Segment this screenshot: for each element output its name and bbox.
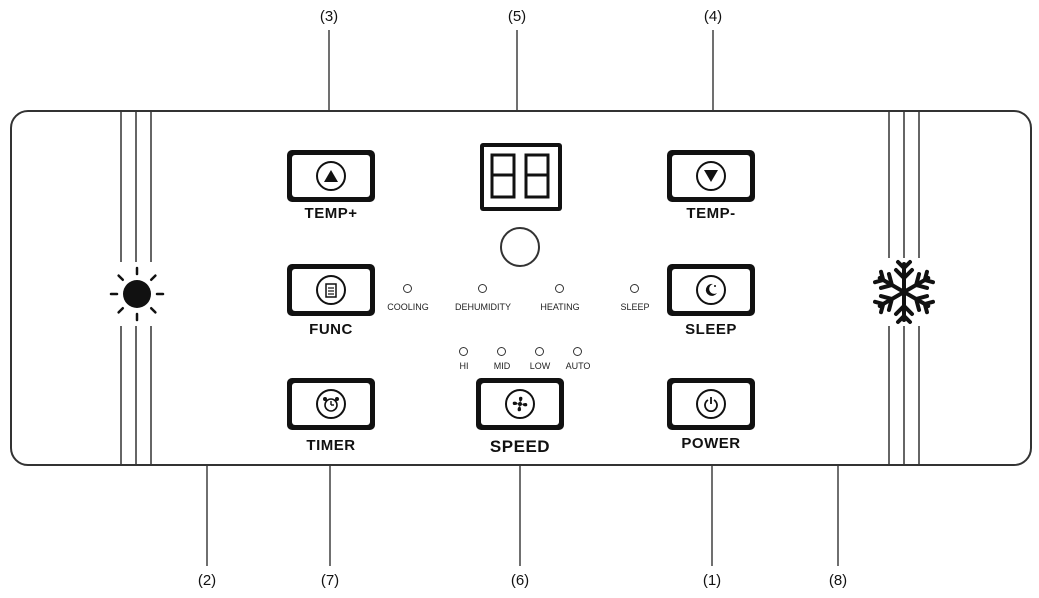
temperature-display: 88	[480, 143, 562, 211]
temp-plus-label: TEMP+	[304, 205, 358, 222]
callout-3: (3)	[319, 8, 339, 25]
callout-8: (8)	[828, 572, 848, 589]
temp-minus-button[interactable]	[667, 150, 755, 202]
snowflake-icon	[870, 258, 938, 326]
func-label: FUNC	[309, 321, 353, 338]
callout-7: (7)	[320, 572, 340, 589]
cooling-label: COOLING	[387, 302, 429, 312]
dehumidity-label: DEHUMIDITY	[455, 302, 511, 312]
heating-label: HEATING	[540, 302, 580, 312]
sleep-button[interactable]	[667, 264, 755, 316]
fan-icon	[505, 389, 535, 419]
callout-2: (2)	[197, 572, 217, 589]
timer-label: TIMER	[306, 437, 356, 454]
ir-receiver	[500, 227, 540, 267]
low-label: LOW	[529, 361, 551, 371]
hi-label: HI	[459, 361, 469, 371]
temp-plus-button[interactable]	[287, 150, 375, 202]
seven-segment-digits	[490, 153, 550, 199]
sleep-indicator-label: SLEEP	[620, 302, 650, 312]
power-button[interactable]	[667, 378, 755, 430]
speed-label: SPEED	[489, 437, 551, 456]
alarm-clock-icon	[316, 389, 346, 419]
callout-1: (1)	[702, 572, 722, 589]
auto-label: AUTO	[565, 361, 591, 371]
cooling-led	[403, 284, 412, 293]
moon-icon	[696, 275, 726, 305]
triangle-up-icon	[316, 161, 346, 191]
hi-led	[459, 347, 468, 356]
callout-4: (4)	[703, 8, 723, 25]
triangle-down-icon	[696, 161, 726, 191]
sleep-label: SLEEP	[685, 321, 737, 338]
low-led	[535, 347, 544, 356]
mid-led	[497, 347, 506, 356]
power-label: POWER	[681, 435, 741, 452]
callout-6: (6)	[510, 572, 530, 589]
sun-icon	[105, 262, 169, 326]
sleep-led	[630, 284, 639, 293]
heating-led	[555, 284, 564, 293]
callout-5: (5)	[507, 8, 527, 25]
auto-led	[573, 347, 582, 356]
timer-button[interactable]	[287, 378, 375, 430]
mid-label: MID	[493, 361, 511, 371]
document-icon	[316, 275, 346, 305]
speed-button[interactable]	[476, 378, 564, 430]
dehumidity-led	[478, 284, 487, 293]
power-icon	[696, 389, 726, 419]
temp-minus-label: TEMP-	[686, 205, 736, 222]
func-button[interactable]	[287, 264, 375, 316]
